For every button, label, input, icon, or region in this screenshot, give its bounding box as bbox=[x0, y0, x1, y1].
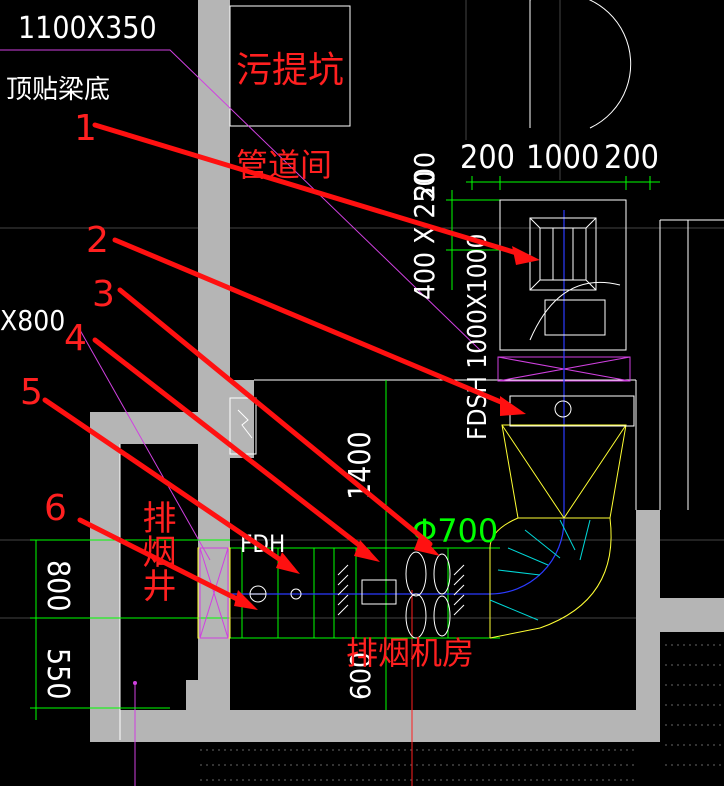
duct-centerlines bbox=[230, 210, 565, 595]
callout-5: 5 bbox=[20, 372, 43, 413]
callout-arrows bbox=[42, 122, 540, 610]
pipe-shaft-label: 管道间 bbox=[236, 146, 332, 184]
dim-200-right: 200 bbox=[604, 138, 659, 176]
vert-200-label: 200 bbox=[408, 152, 441, 200]
dim-200-left: 200 bbox=[460, 138, 515, 176]
top-dimension-label: 1100X350 bbox=[18, 11, 157, 46]
floor-hatch bbox=[200, 644, 724, 781]
arrowhead-5 bbox=[276, 552, 300, 574]
arrowhead-1 bbox=[512, 246, 540, 265]
vert-400x250-label: 400 X 250 bbox=[408, 171, 441, 300]
arrowhead-2 bbox=[500, 396, 526, 416]
arrowhead-6 bbox=[234, 590, 258, 610]
callout-2: 2 bbox=[86, 220, 109, 261]
dim-550: 550 bbox=[40, 648, 75, 700]
left-dimension-label: X800 bbox=[0, 304, 65, 337]
dim-1000: 1000 bbox=[526, 138, 599, 176]
magenta-leaders bbox=[0, 49, 631, 786]
fdsh-label: FDSH 1000X1000 bbox=[463, 234, 493, 440]
elbow-segments bbox=[489, 519, 591, 621]
fan-room-label: 排烟机房 bbox=[346, 634, 474, 672]
arrow-6 bbox=[77, 517, 248, 606]
dimension-lines bbox=[30, 176, 660, 720]
dim-800: 800 bbox=[40, 560, 75, 612]
arrow-3 bbox=[117, 287, 433, 547]
arrow-1 bbox=[92, 122, 523, 257]
room-outlines bbox=[119, 0, 724, 740]
callout-6: 6 bbox=[44, 488, 67, 529]
arrowhead-4 bbox=[354, 540, 380, 562]
arrow-2 bbox=[112, 237, 511, 408]
callout-3: 3 bbox=[92, 274, 115, 315]
callout-4: 4 bbox=[64, 318, 87, 359]
magenta-node bbox=[133, 681, 137, 685]
arrowhead-3 bbox=[414, 534, 440, 556]
fan-hatches bbox=[337, 564, 465, 616]
walls bbox=[90, 0, 724, 742]
callout-1: 1 bbox=[74, 108, 97, 149]
beam-note-label: 顶贴梁底 bbox=[6, 75, 110, 105]
arrow-4 bbox=[92, 337, 371, 555]
sewage-pit-label: 污提坑 bbox=[236, 50, 344, 91]
dim-600: 600 bbox=[344, 652, 377, 700]
arrow-5 bbox=[42, 397, 291, 568]
